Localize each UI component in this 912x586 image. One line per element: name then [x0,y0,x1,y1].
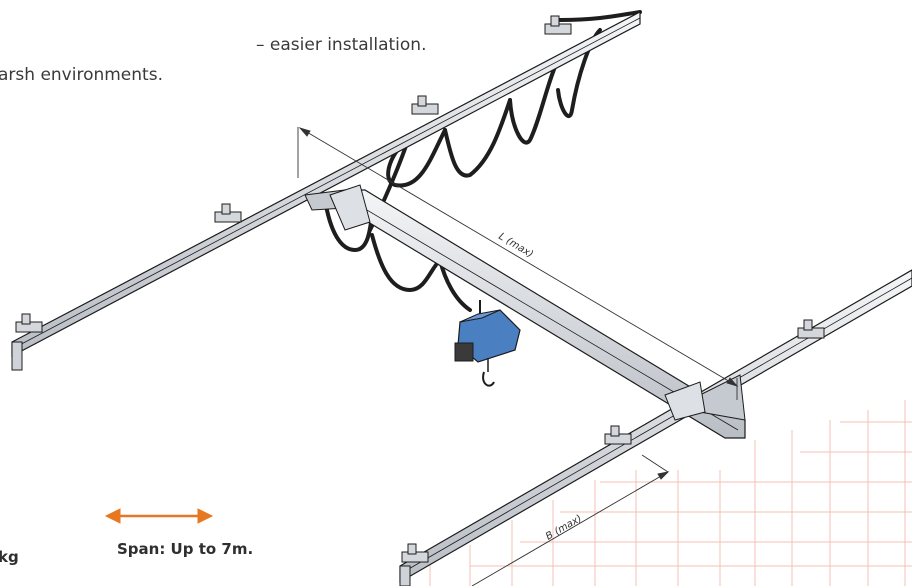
capacity-spec-text: kg [0,548,19,566]
rail-brackets [15,15,825,563]
length-dimension-label: L (max) [496,231,535,260]
span-spec-text: Span: Up to 7m. [117,540,254,558]
runway-rail-right [399,269,912,586]
intro-text-line-1: – easier installation. [256,35,427,55]
bridge-girder [304,184,746,439]
length-dimension [297,127,739,400]
intro-text-line-2: arsh environments. [0,65,163,85]
runway-rail-left [11,11,641,371]
width-dimension-label: B (max) [544,513,584,542]
chain-hoist [454,300,521,387]
width-dimension [471,454,670,586]
background-grid [429,400,912,586]
double-arrow-icon [104,508,214,524]
